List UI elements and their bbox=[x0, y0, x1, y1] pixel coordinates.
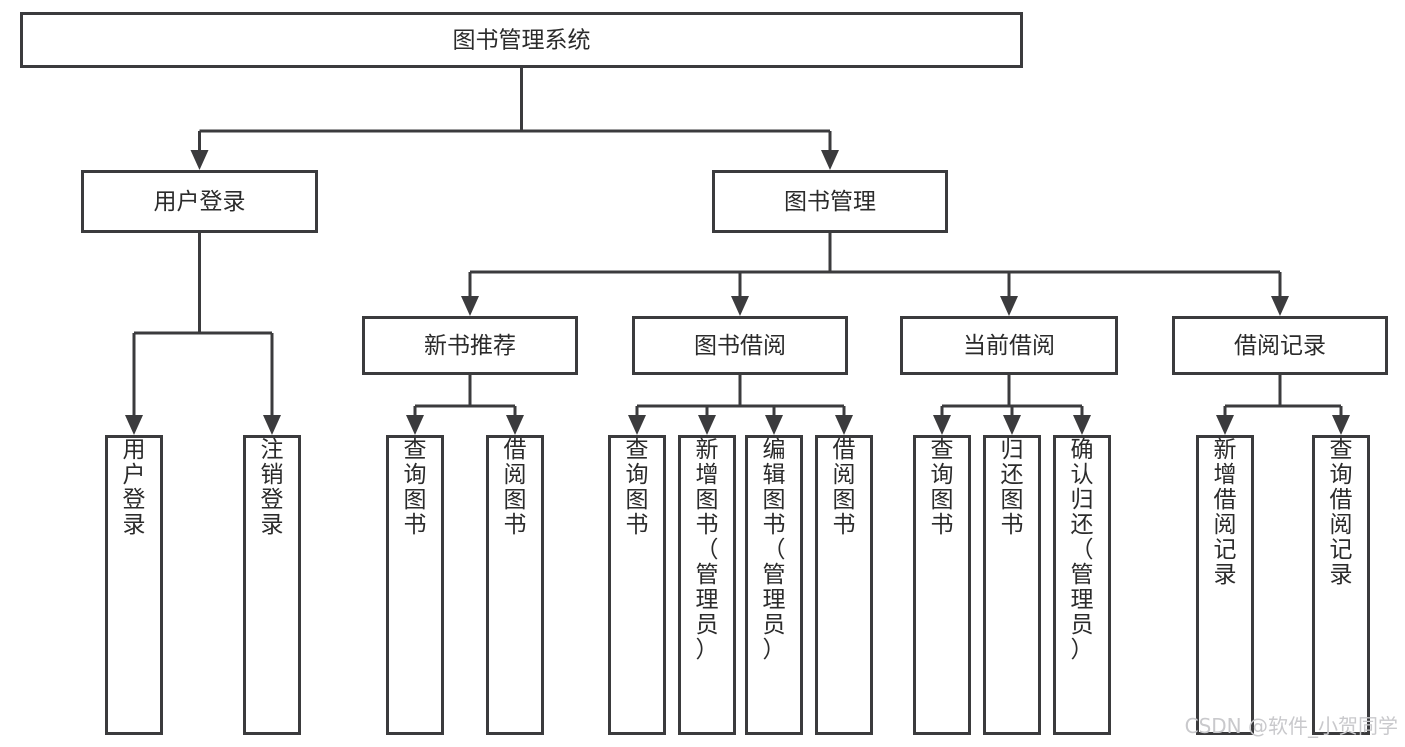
node-box-book-manage bbox=[712, 170, 948, 233]
node-label-leaf-cur-return-book: 归还图书 bbox=[1001, 437, 1024, 538]
arrow-head-icon bbox=[1216, 415, 1234, 435]
node-label-leaf-bor-edit-book: 编辑图书（管理员） bbox=[763, 437, 786, 663]
node-leaf-cur-return-book[interactable]: 归还图书 bbox=[983, 435, 1041, 735]
node-label-leaf-user-login: 用户登录 bbox=[123, 437, 146, 538]
node-label-current-borrow: 当前借阅 bbox=[963, 333, 1055, 359]
conn-bookmanage-to-level3 bbox=[461, 233, 1289, 316]
node-box-root bbox=[20, 12, 1023, 68]
arrow-head-icon bbox=[190, 150, 209, 170]
arrow-head-icon bbox=[1332, 415, 1350, 435]
arrow-head-icon bbox=[506, 415, 524, 435]
node-leaf-rec-add-record[interactable]: 新增借阅记录 bbox=[1196, 435, 1254, 735]
arrow-head-icon bbox=[731, 296, 749, 316]
node-box-current-borrow bbox=[900, 316, 1118, 375]
node-leaf-rec-query-record[interactable]: 查询借阅记录 bbox=[1312, 435, 1370, 735]
arrow-head-icon bbox=[821, 150, 839, 170]
arrow-head-icon bbox=[1271, 296, 1289, 316]
node-box-leaf-rec-query-record bbox=[1312, 435, 1370, 735]
arrow-head-icon bbox=[461, 296, 479, 316]
csdn-watermark: CSDN @软件_小贺同学 bbox=[1185, 714, 1398, 738]
node-box-leaf-rec-query-book bbox=[386, 435, 444, 735]
node-label-user-login: 用户登录 bbox=[154, 189, 246, 215]
node-label-leaf-cur-confirm-return: 确认归还（管理员） bbox=[1071, 437, 1094, 663]
node-label-leaf-logout-login: 注销登录 bbox=[261, 437, 284, 538]
arrow-head-icon bbox=[1073, 415, 1091, 435]
nodes-layer: 图书管理系统用户登录图书管理新书推荐图书借阅当前借阅借阅记录用户登录注销登录查询… bbox=[20, 12, 1388, 735]
arrow-head-icon bbox=[835, 415, 853, 435]
arrow-head-icon bbox=[765, 415, 783, 435]
node-label-leaf-rec-query-book: 查询图书 bbox=[404, 437, 427, 538]
node-leaf-rec-query-book[interactable]: 查询图书 bbox=[386, 435, 444, 735]
conn-userlogin-to-leaves bbox=[125, 233, 281, 435]
node-leaf-cur-confirm-return[interactable]: 确认归还（管理员） bbox=[1053, 435, 1111, 735]
arrow-head-icon bbox=[1003, 415, 1021, 435]
node-box-leaf-bor-edit-book bbox=[745, 435, 803, 735]
node-label-leaf-bor-borrow-book: 借阅图书 bbox=[833, 437, 856, 538]
conn-record-to-leaves bbox=[1216, 375, 1350, 435]
node-box-leaf-user-login bbox=[105, 435, 163, 735]
connections-layer bbox=[125, 68, 1350, 435]
arrow-head-icon bbox=[1000, 296, 1018, 316]
node-box-user-login bbox=[81, 170, 318, 233]
node-new-book-recommend[interactable]: 新书推荐 bbox=[362, 316, 578, 375]
node-box-borrow-record bbox=[1172, 316, 1388, 375]
node-leaf-bor-edit-book[interactable]: 编辑图书（管理员） bbox=[745, 435, 803, 735]
node-box-leaf-cur-query-book bbox=[913, 435, 971, 735]
node-box-leaf-rec-add-record bbox=[1196, 435, 1254, 735]
node-leaf-bor-borrow-book[interactable]: 借阅图书 bbox=[815, 435, 873, 735]
node-box-leaf-cur-confirm-return bbox=[1053, 435, 1111, 735]
node-borrow-record[interactable]: 借阅记录 bbox=[1172, 316, 1388, 375]
arrow-head-icon bbox=[263, 415, 281, 435]
node-label-leaf-rec-borrow-book: 借阅图书 bbox=[504, 437, 527, 538]
node-leaf-bor-query-book[interactable]: 查询图书 bbox=[608, 435, 666, 735]
arrow-head-icon bbox=[406, 415, 424, 435]
conn-recommend-to-leaves bbox=[406, 375, 524, 435]
conn-current-to-leaves bbox=[933, 375, 1091, 435]
node-box-leaf-bor-borrow-book bbox=[815, 435, 873, 735]
arrow-head-icon bbox=[125, 415, 143, 435]
conn-root-to-level2 bbox=[190, 68, 839, 170]
node-box-leaf-bor-add-book bbox=[678, 435, 736, 735]
node-box-leaf-cur-return-book bbox=[983, 435, 1041, 735]
node-leaf-rec-borrow-book[interactable]: 借阅图书 bbox=[486, 435, 544, 735]
node-label-leaf-cur-query-book: 查询图书 bbox=[931, 437, 954, 538]
node-book-manage[interactable]: 图书管理 bbox=[712, 170, 948, 233]
node-leaf-cur-query-book[interactable]: 查询图书 bbox=[913, 435, 971, 735]
node-label-borrow-record: 借阅记录 bbox=[1234, 333, 1326, 359]
node-label-book-manage: 图书管理 bbox=[784, 189, 876, 215]
node-box-leaf-logout-login bbox=[243, 435, 301, 735]
arrow-head-icon bbox=[698, 415, 716, 435]
node-leaf-logout-login[interactable]: 注销登录 bbox=[243, 435, 301, 735]
arrow-head-icon bbox=[933, 415, 951, 435]
node-label-root: 图书管理系统 bbox=[453, 28, 591, 54]
node-root[interactable]: 图书管理系统 bbox=[20, 12, 1023, 68]
node-label-book-borrow: 图书借阅 bbox=[694, 333, 786, 359]
node-label-leaf-rec-query-record: 查询借阅记录 bbox=[1330, 437, 1353, 588]
node-leaf-bor-add-book[interactable]: 新增图书（管理员） bbox=[678, 435, 736, 735]
node-label-leaf-bor-add-book: 新增图书（管理员） bbox=[696, 437, 719, 663]
node-current-borrow[interactable]: 当前借阅 bbox=[900, 316, 1118, 375]
node-box-new-book-recommend bbox=[362, 316, 578, 375]
node-box-leaf-bor-query-book bbox=[608, 435, 666, 735]
node-label-leaf-rec-add-record: 新增借阅记录 bbox=[1214, 437, 1237, 588]
node-box-leaf-rec-borrow-book bbox=[486, 435, 544, 735]
node-box-book-borrow bbox=[632, 316, 848, 375]
node-leaf-user-login[interactable]: 用户登录 bbox=[105, 435, 163, 735]
node-label-new-book-recommend: 新书推荐 bbox=[424, 333, 516, 359]
node-label-leaf-bor-query-book: 查询图书 bbox=[626, 437, 649, 538]
node-book-borrow[interactable]: 图书借阅 bbox=[632, 316, 848, 375]
conn-borrow-to-leaves bbox=[628, 375, 853, 435]
arrow-head-icon bbox=[628, 415, 646, 435]
node-user-login[interactable]: 用户登录 bbox=[81, 170, 318, 233]
